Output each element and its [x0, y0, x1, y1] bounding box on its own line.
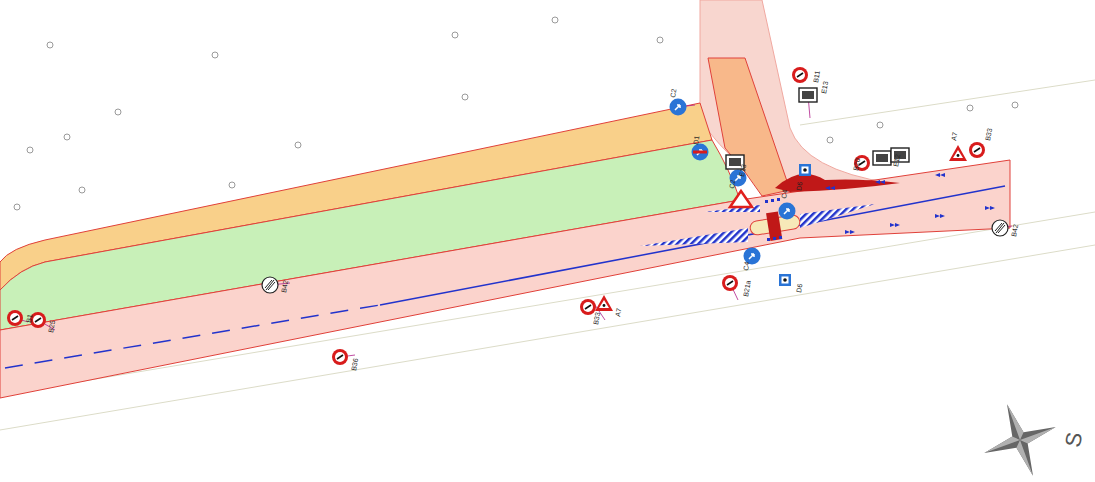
sign-code: A7	[950, 132, 958, 142]
sign-code: A7	[614, 308, 622, 318]
sign-code: B20	[852, 158, 861, 171]
sign-code: B33	[984, 128, 993, 141]
sign-code: D1	[692, 135, 700, 145]
sign-code: B42	[280, 280, 289, 293]
sign-code: B11	[812, 70, 821, 83]
sign-code: C2	[669, 88, 677, 98]
sign-code: D6	[795, 181, 803, 191]
sign-code: E13	[820, 81, 829, 94]
compass-letter: S	[1062, 431, 1086, 449]
sign-code: B21a	[742, 280, 752, 297]
sign-code: C4	[742, 261, 750, 271]
sign-code: B42	[1010, 224, 1019, 237]
sign-code: C4	[780, 189, 788, 199]
sign-code: B36	[350, 358, 359, 371]
sign-code: B33	[592, 312, 601, 325]
sign-code: E13	[738, 164, 747, 177]
sign-code: E12	[892, 154, 901, 167]
sign-code: D6	[795, 283, 803, 293]
sign-code: B1	[25, 314, 33, 324]
sign-code: B25	[47, 320, 56, 333]
sign-code: C2	[728, 179, 736, 189]
compass	[971, 391, 1068, 482]
